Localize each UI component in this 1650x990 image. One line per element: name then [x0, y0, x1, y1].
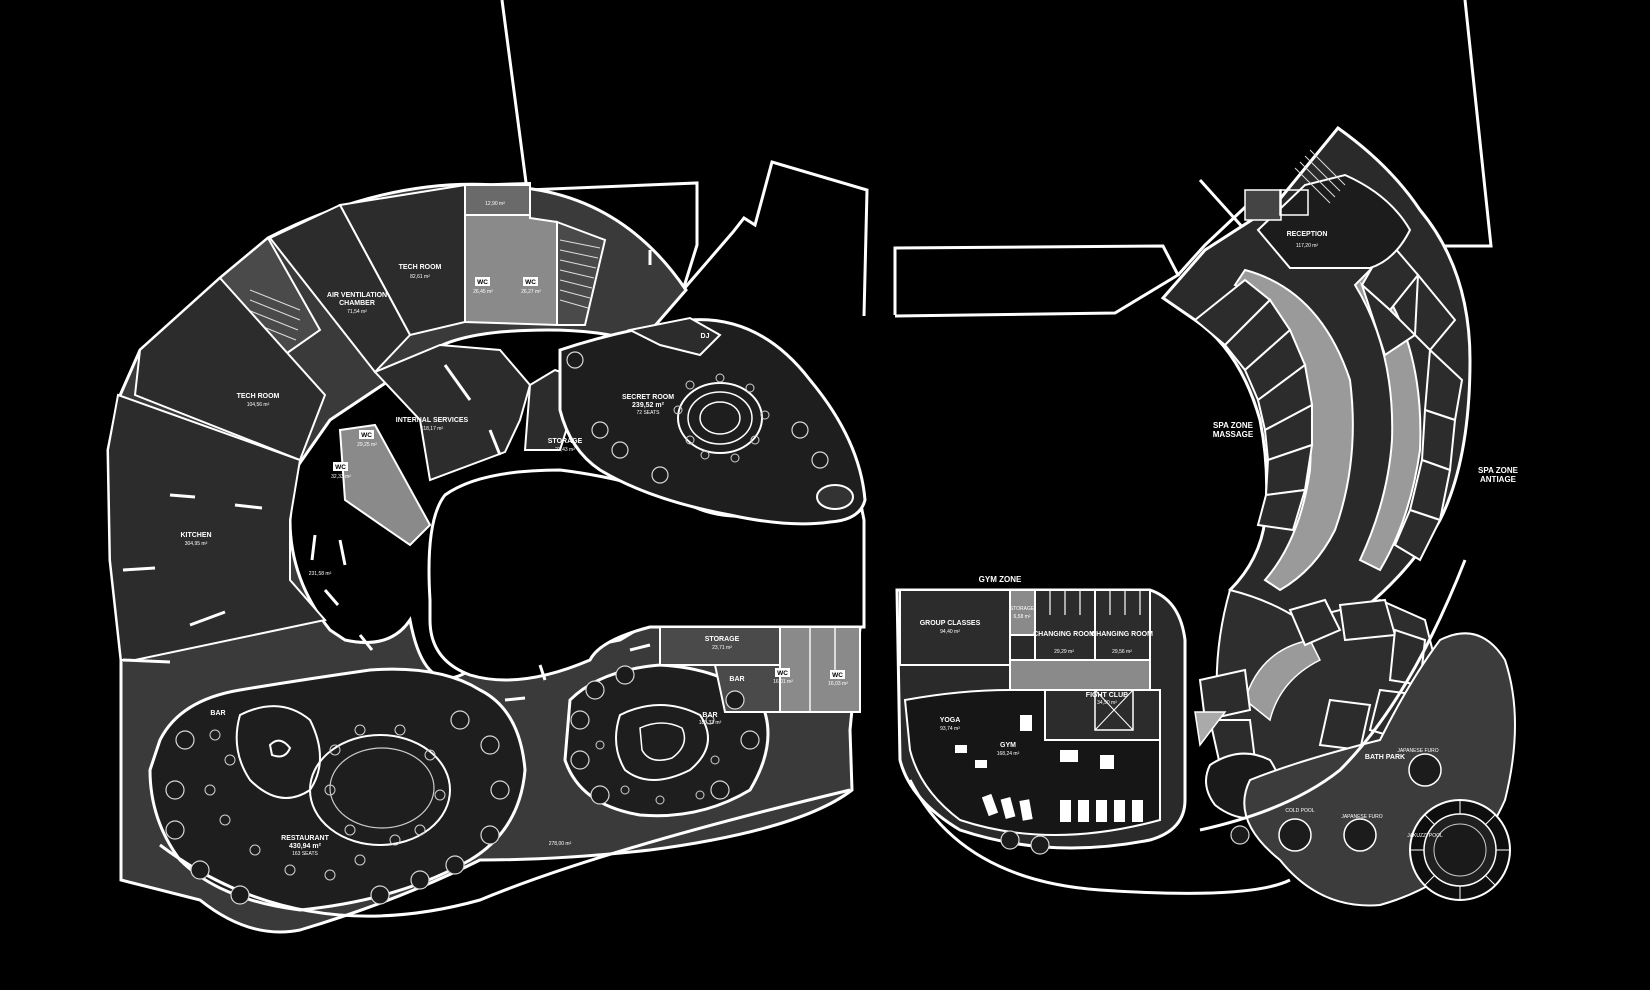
air-ventilation-area: 71,54 m²	[347, 309, 367, 315]
restaurant-area: 430,94 m²	[289, 843, 322, 850]
fight-club-area: 34,90 m²	[1097, 700, 1117, 706]
bar-label: BAR	[729, 676, 744, 683]
area-label: 12,90 m²	[485, 201, 505, 207]
kitchen-label: KITCHEN	[180, 532, 211, 539]
tech-room-area: 82,61 m²	[410, 274, 430, 280]
group-classes-area: 94,40 m²	[940, 629, 960, 635]
air-ventilation-label: AIR VENTILATION	[327, 292, 387, 299]
storage-area: 23,71 m²	[712, 645, 732, 651]
bar-label: BAR	[210, 710, 225, 717]
wc-area: 29,25 m²	[357, 442, 377, 448]
storage-gym-area: 6,58 m²	[1014, 614, 1031, 620]
wc-label: WC	[525, 279, 536, 286]
restaurant-seats: 163 SEATS	[292, 851, 318, 857]
group-classes-label: GROUP CLASSES	[920, 620, 981, 627]
changing-room-label: CHANGING ROOM	[1091, 631, 1153, 638]
storage-label: STORAGE	[705, 636, 740, 643]
dj-label: DJ	[701, 333, 710, 340]
wc-area: 16,01 m²	[773, 679, 793, 685]
wc-area: 16,03 m²	[828, 681, 848, 687]
furniture	[165, 351, 1250, 905]
fight-club-label: FIGHT CLUB	[1086, 692, 1128, 699]
air-ventilation-label: CHAMBER	[339, 300, 375, 307]
bar-label: BAR	[702, 712, 717, 719]
storage-area: 23,43 m²	[555, 447, 575, 453]
labels: WC 26,45 m² WC 26,27 m² WC 29,25 m² WC 3…	[180, 201, 1518, 857]
yoga-label: YOGA	[940, 717, 961, 724]
reception-label: RECEPTION	[1287, 231, 1328, 238]
wall-dashes	[122, 250, 652, 702]
tech-room-label: TECH ROOM	[399, 264, 442, 271]
bar-area: 183,33 m²	[699, 720, 722, 726]
wc-label: WC	[477, 279, 488, 286]
wc-label: WC	[361, 432, 372, 439]
spa-zone-massage-label: MASSAGE	[1213, 430, 1254, 439]
corridor-area: 231,58 m²	[309, 571, 332, 577]
japanese-furo-label: JAPANESE FURO	[1397, 748, 1438, 754]
secret-room-area: 239,52 m²	[632, 402, 665, 409]
secret-room-seats: 72 SEATS	[637, 410, 661, 416]
wc-area: 26,27 m²	[521, 289, 541, 295]
gym-area: 168,24 m²	[997, 751, 1020, 757]
gym-zone-label: GYM ZONE	[979, 575, 1022, 584]
spa-zone-antiage-label: ANTIAGE	[1480, 475, 1517, 484]
wc-area: 32,33 m²	[331, 474, 351, 480]
jakuzzi-pool-label: JAKUZZI POOL	[1407, 833, 1443, 839]
kitchen-area: 304,95 m²	[185, 541, 208, 547]
changing-room-area: 29,56 m²	[1112, 649, 1132, 655]
changing-room-label: CHANGING ROOM	[1033, 631, 1095, 638]
gym-label: GYM	[1000, 742, 1016, 749]
reception-area: 117,20 m²	[1296, 243, 1318, 249]
secret-room-label: SECRET ROOM	[622, 394, 674, 401]
tech-room-label: TECH ROOM	[237, 393, 280, 400]
yoga-area: 93,74 m²	[940, 726, 960, 732]
wc-label: WC	[335, 464, 346, 471]
wc-area: 26,45 m²	[473, 289, 493, 295]
internal-services-label: INTERNAL SERVICES	[396, 417, 469, 424]
storage-label: STORAGE	[548, 438, 583, 445]
tech-room-area: 104,56 m²	[247, 402, 270, 408]
cold-pool-label: COLD POOL	[1285, 808, 1314, 814]
east-wing	[895, 125, 1516, 907]
storage-gym-label: STORAGE	[1010, 606, 1035, 612]
terrace-area: 278,00 m²	[549, 841, 572, 847]
spa-zone-antiage-label: SPA ZONE	[1478, 466, 1519, 475]
spa-zone-massage-label: SPA ZONE	[1213, 421, 1254, 430]
japanese-furo-label: JAPANESE FURO	[1341, 814, 1382, 820]
changing-room-area: 29,29 m²	[1054, 649, 1074, 655]
restaurant-label: RESTAURANT	[281, 835, 329, 842]
wc-label: WC	[777, 670, 788, 677]
west-wing	[106, 181, 867, 934]
bath-park-label: BATH PARK	[1365, 754, 1405, 761]
internal-services-area: 118,17 m²	[421, 426, 443, 432]
wc-label: WC	[832, 672, 843, 679]
